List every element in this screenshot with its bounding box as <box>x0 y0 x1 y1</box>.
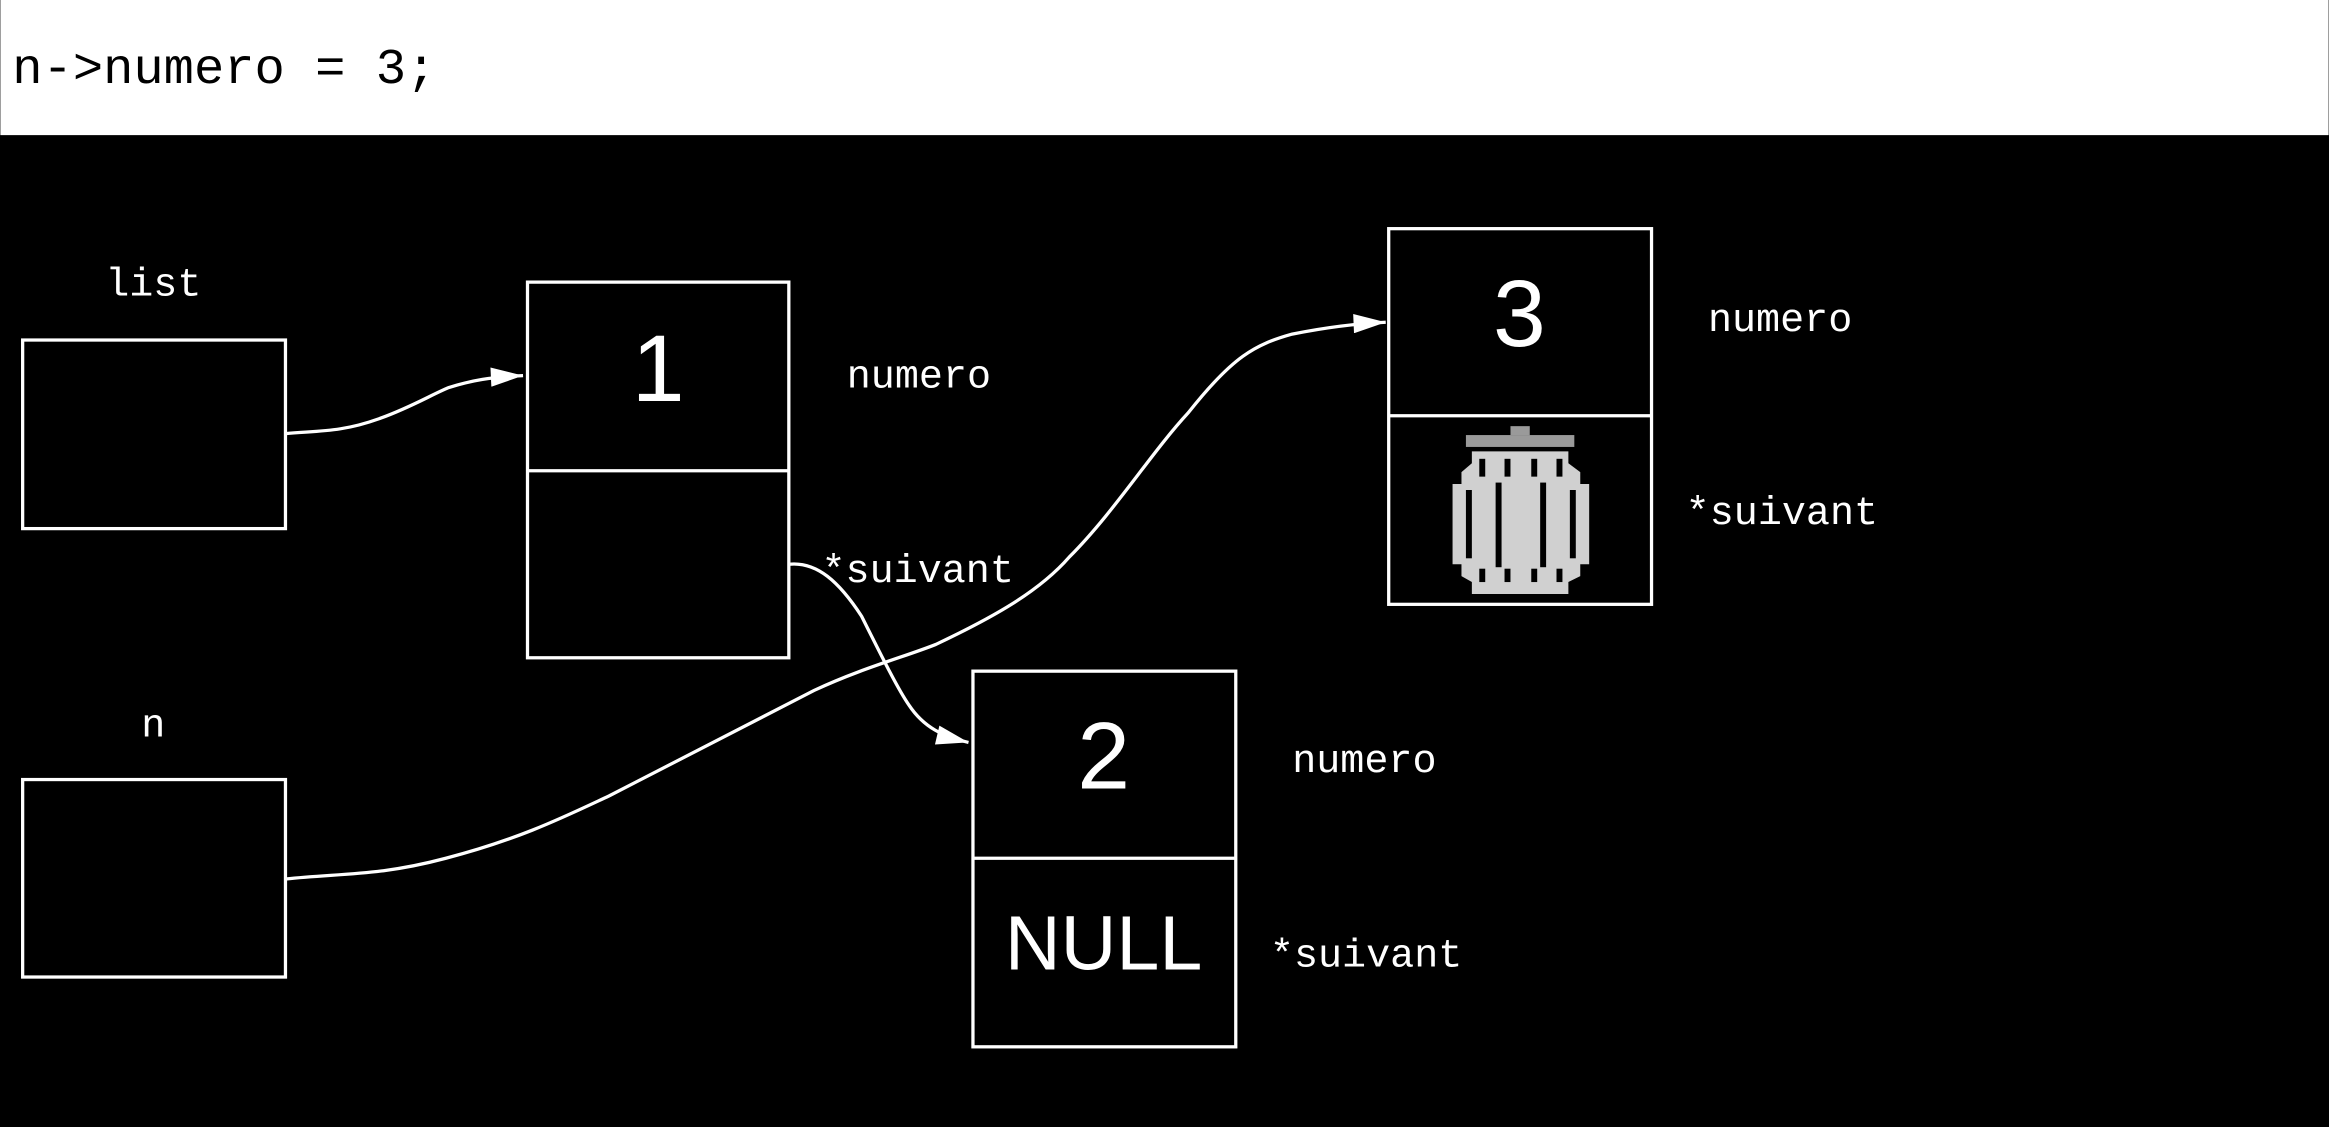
pointer-list-box <box>21 338 288 531</box>
node-2-numero-label: numero <box>1292 740 1436 785</box>
pointer-n-box <box>21 777 288 979</box>
node-2-value: 2 <box>1077 703 1130 809</box>
node-2-null: NULL <box>1005 901 1202 987</box>
node-3-numero-label: numero <box>1708 299 1852 344</box>
arrow-list-to-node-1 <box>285 367 524 436</box>
node-2-suivant-label: *suivant <box>1270 935 1462 980</box>
pointer-n-label: n <box>141 704 165 749</box>
arrow-n-to-node-3 <box>285 313 1386 881</box>
node-3: 3 numero *suivant <box>1387 227 1878 606</box>
pointer-list-label: list <box>105 263 201 308</box>
node-1-numero-label: numero <box>847 356 991 401</box>
node-1: 1 numero *suivant <box>525 280 1014 660</box>
node-1-value: 1 <box>632 316 685 422</box>
trash-icon <box>1452 426 1590 594</box>
node-2: 2 NULL numero *suivant <box>971 669 1462 1049</box>
arrow-node-1-to-node-2 <box>788 562 969 745</box>
node-3-suivant-label: *suivant <box>1686 492 1878 537</box>
node-3-value: 3 <box>1493 261 1546 367</box>
code-header <box>0 0 2329 136</box>
code-line: n->numero = 3; <box>12 42 436 99</box>
node-1-suivant-label: *suivant <box>822 550 1014 595</box>
